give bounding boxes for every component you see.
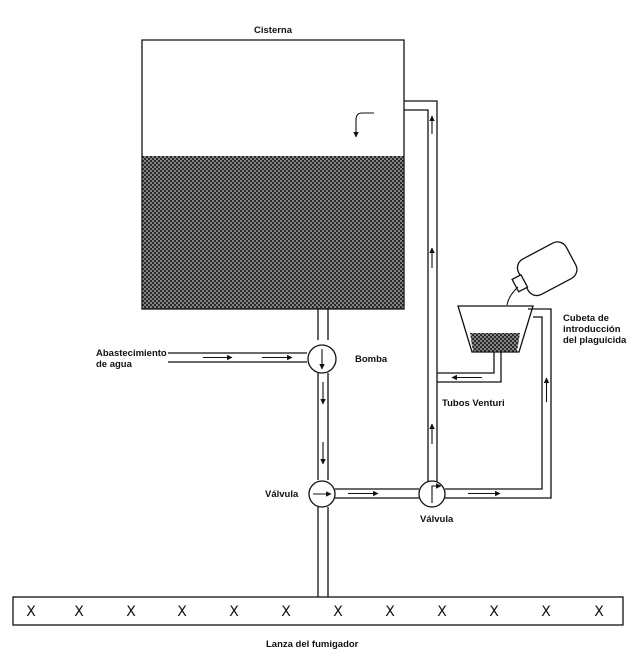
valve-left-label: Válvula — [265, 489, 299, 500]
nozzle: X — [541, 604, 551, 620]
nozzle: X — [437, 604, 447, 620]
return-outlet-arrow — [353, 112, 374, 138]
nozzle: X — [177, 604, 187, 620]
nozzle: X — [489, 604, 499, 620]
valve-left — [308, 480, 336, 508]
pump-label: Bomba — [355, 354, 388, 365]
lance-label: Lanza del fumigador — [266, 639, 359, 650]
spray-lance — [12, 596, 624, 626]
water-supply-label: de agua — [96, 359, 133, 370]
pump — [307, 344, 337, 374]
tank-label: Cisterna — [254, 25, 293, 36]
pesticide-pour — [506, 286, 519, 306]
nozzle: X — [281, 604, 291, 620]
valve-connector-pipe — [335, 488, 419, 499]
nozzle: X — [126, 604, 136, 620]
tank — [141, 39, 405, 310]
pesticide-hopper — [457, 305, 534, 353]
nozzle: X — [594, 604, 604, 620]
valve-right-label: Válvula — [420, 514, 454, 525]
hopper-label: del plaguicida — [563, 335, 627, 346]
nozzle: X — [74, 604, 84, 620]
nozzle: X — [229, 604, 239, 620]
tank-outlet-pipe — [317, 309, 329, 340]
nozzle: X — [26, 604, 36, 620]
nozzle: X — [385, 604, 395, 620]
valve-right — [418, 480, 446, 508]
nozzle: X — [333, 604, 343, 620]
venturi-label: Tubos Venturi — [442, 398, 505, 409]
tank-outline — [141, 39, 405, 310]
water-supply-pipe — [168, 352, 307, 363]
nozzle-row: X X X X X X X X X X X X — [26, 604, 604, 620]
hopper-label: introducción — [563, 324, 621, 335]
tank-liquid — [142, 156, 404, 309]
valve-to-lance-pipe — [317, 507, 329, 597]
water-supply-label: Abastecimiento — [96, 348, 167, 359]
pump-to-valve-pipe — [317, 373, 329, 480]
pesticide-bottle — [511, 241, 578, 297]
hopper-feed-pipe — [445, 308, 552, 499]
return-pipe — [353, 100, 438, 487]
hopper-label: Cubeta de — [563, 313, 609, 324]
venturi-pipe — [437, 352, 502, 383]
hopper-liquid — [470, 333, 520, 352]
